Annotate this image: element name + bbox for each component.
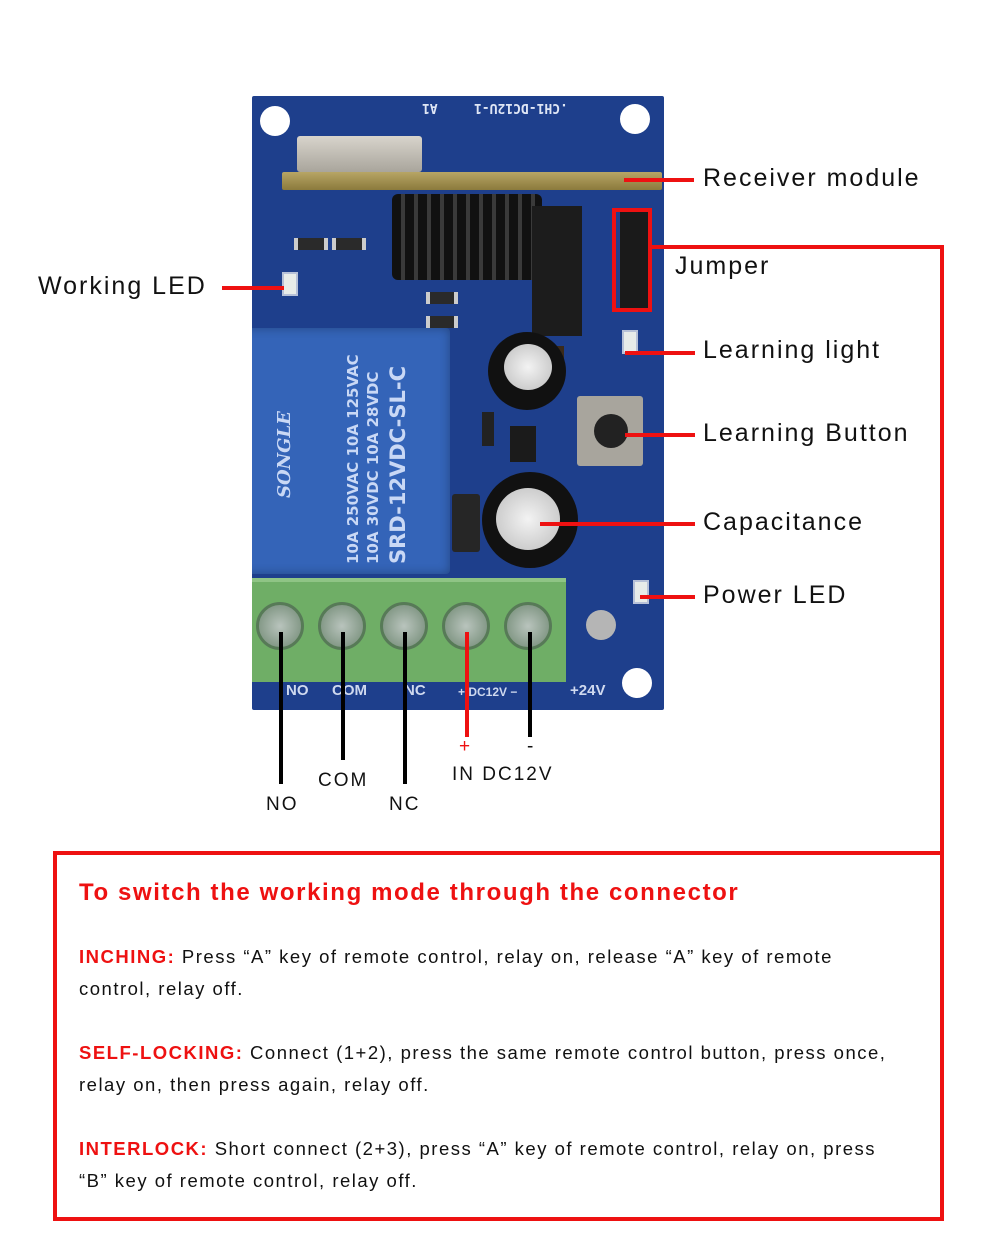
decoder-chip: [532, 206, 582, 336]
resistor: [332, 238, 366, 250]
jumper-label: Jumper: [675, 252, 771, 280]
mode-description: Connect (1+2), press the same remote con…: [79, 1042, 887, 1095]
regulator: [510, 426, 536, 462]
relay-ratings-1: 10A 250VAC 10A 125VAC: [344, 354, 362, 564]
power-led: [633, 580, 649, 604]
working-led-pointer: [222, 286, 284, 290]
resistor: [426, 292, 458, 304]
jumper-highlight-box: [612, 208, 652, 312]
working-led-label: Working LED: [38, 272, 207, 300]
learning-button-label: Learning Button: [703, 419, 910, 447]
mounting-hole: [260, 106, 290, 136]
minus-lead: [528, 632, 532, 737]
relay-receiver-board: .CH1-DC12U-1 A1 SONGLE 10A 250VAC 10A 12…: [252, 96, 664, 710]
mounting-hole: [620, 104, 650, 134]
capacitor-top: [504, 344, 552, 390]
antenna-coil: [392, 194, 542, 280]
mounting-hole: [622, 668, 652, 698]
learning-light-pointer: [625, 351, 695, 355]
pin-label-minus: -: [527, 736, 536, 757]
resistor: [482, 412, 494, 446]
mode-description: Press “A” key of remote control, relay o…: [79, 946, 833, 999]
pin-label-no: NO: [266, 794, 299, 815]
terminal-screw-minus[interactable]: [504, 602, 552, 650]
receiver-module-label: Receiver module: [703, 164, 921, 192]
mode-description: Short connect (2+3), press “A” key of re…: [79, 1138, 877, 1191]
mode-interlock: INTERLOCK: Short connect (2+3), press “A…: [79, 1133, 909, 1197]
pin-label-power-in: IN DC12V: [452, 764, 554, 785]
jumper-header: [620, 212, 648, 310]
relay-ratings-2: 10A 30VDC 10A 28VDC: [364, 371, 382, 564]
large-capacitor: [482, 472, 578, 568]
mode-name: SELF-LOCKING:: [79, 1042, 244, 1063]
working-led: [282, 272, 298, 296]
info-title: To switch the working mode through the c…: [79, 879, 740, 906]
no-lead: [279, 632, 283, 784]
capacitance-pointer: [540, 522, 695, 526]
pin-label-com: COM: [318, 770, 369, 791]
capacitance-label: Capacitance: [703, 508, 864, 536]
relay: SONGLE 10A 250VAC 10A 125VAC 10A 30VDC 1…: [252, 328, 450, 574]
silk-com: COM: [332, 682, 367, 699]
small-capacitor: [488, 332, 566, 410]
receiver-module: [282, 172, 662, 190]
working-mode-info-box: To switch the working mode through the c…: [53, 851, 944, 1221]
learning-button[interactable]: [594, 414, 628, 448]
diode: [452, 494, 480, 552]
silk-dc12v: + DC12V −: [458, 685, 518, 699]
silk-24v: +24V: [570, 682, 606, 699]
silk-nc: NC: [404, 682, 426, 699]
receiver-module-pointer: [624, 178, 694, 182]
resistor: [426, 316, 458, 328]
nc-lead: [403, 632, 407, 784]
plus-lead: [465, 632, 469, 737]
capacitor-top: [496, 488, 560, 550]
screw-terminal-block: [252, 578, 566, 682]
mode-inching: INCHING: Press “A” key of remote control…: [79, 941, 909, 1005]
jumper-connector-line: [652, 245, 944, 249]
mode-self-locking: SELF-LOCKING: Connect (1+2), press the s…: [79, 1037, 909, 1101]
learning-button-pointer: [625, 433, 695, 437]
solder-pad: [586, 610, 616, 640]
mode-name: INTERLOCK:: [79, 1138, 209, 1159]
pin-label-nc: NC: [389, 794, 421, 815]
learning-light-label: Learning light: [703, 336, 882, 364]
relay-brand: SONGLE: [274, 411, 295, 498]
crystal-oscillator: [297, 136, 422, 172]
antenna-ref-silk: A1: [422, 100, 438, 115]
jumper-connector-vline: [940, 245, 944, 855]
silk-no: NO: [286, 682, 309, 699]
power-led-pointer: [640, 595, 695, 599]
com-lead: [341, 632, 345, 760]
board-model-silk: .CH1-DC12U-1: [474, 100, 568, 115]
resistor: [294, 238, 328, 250]
pin-label-plus: +: [459, 736, 473, 757]
mode-name: INCHING:: [79, 946, 176, 967]
power-led-label: Power LED: [703, 581, 848, 609]
relay-model: SRD-12VDC-SL-C: [386, 366, 410, 564]
